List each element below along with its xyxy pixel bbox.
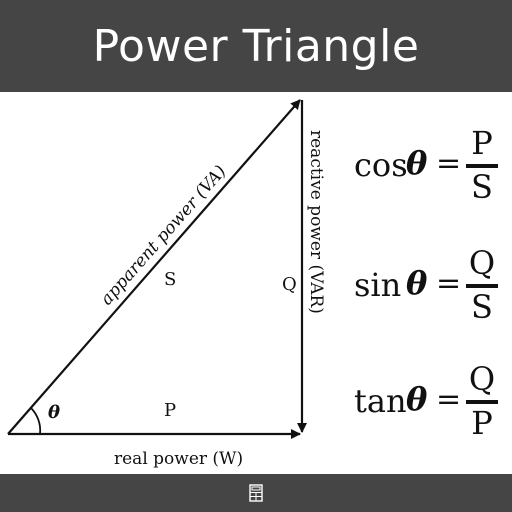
angle-arc: [30, 407, 42, 435]
calculator-icon[interactable]: [249, 484, 263, 502]
formula-numerator: P: [471, 124, 493, 162]
fraction-bar: [466, 164, 498, 168]
q-label: Q: [282, 274, 297, 295]
formula-theta: θ: [406, 144, 428, 182]
p-label: P: [164, 400, 176, 421]
page-title: Power Triangle: [92, 20, 420, 72]
s-label: S: [164, 269, 176, 290]
formula-equals: =: [436, 266, 462, 301]
formula-function: tan: [354, 382, 407, 420]
formula-denominator: P: [471, 404, 493, 442]
formula-denominator: S: [471, 168, 493, 206]
tan-formula: tan θ = Q P: [346, 360, 506, 444]
formula-function: cos: [354, 146, 408, 184]
formula-function: sin: [354, 266, 402, 304]
footer-bar: [0, 474, 512, 512]
vertical-label: reactive power (VAR): [306, 130, 326, 314]
cos-formula: cos θ = P S: [346, 124, 506, 208]
formula-fraction: Q S: [464, 244, 500, 328]
title-bar: Power Triangle: [0, 0, 512, 92]
angle-label: θ: [48, 402, 60, 423]
base-label: real power (W): [114, 449, 243, 469]
formula-theta: θ: [406, 264, 428, 302]
fraction-bar: [466, 284, 498, 288]
formula-fraction: P S: [464, 124, 500, 208]
formula-theta: θ: [406, 380, 428, 418]
hypotenuse-arrow: [7, 99, 301, 435]
power-triangle-diagram: θ apparent power (VA) reactive power (VA…: [7, 99, 326, 469]
sin-formula: sin θ = Q S: [346, 244, 506, 328]
formula-fraction: Q P: [464, 360, 500, 444]
fraction-bar: [466, 400, 498, 404]
formula-equals: =: [436, 146, 462, 181]
formula-numerator: Q: [468, 360, 496, 398]
formula-numerator: Q: [468, 244, 496, 282]
formula-denominator: S: [471, 288, 493, 326]
formula-equals: =: [436, 382, 462, 417]
